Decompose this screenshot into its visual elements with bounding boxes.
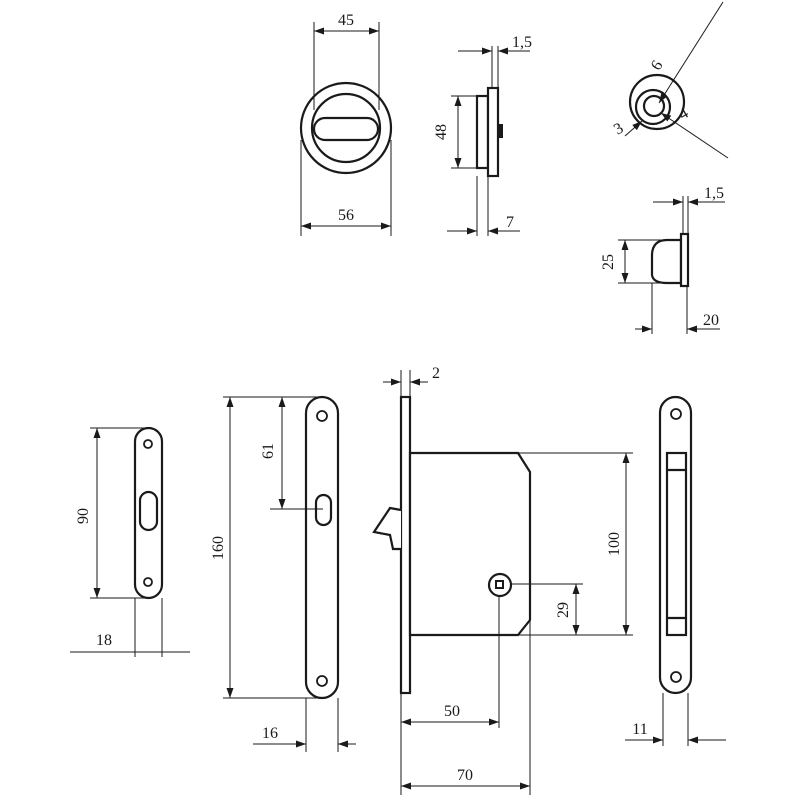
dim-rosette-side-height: 48 — [433, 124, 450, 140]
tall-plate-slot — [314, 493, 333, 527]
dim-case-depth: 70 — [457, 767, 473, 784]
dim-rosette-inner: 45 — [338, 12, 354, 29]
dim-rosette-side-thickness: 1,5 — [512, 34, 532, 51]
dim-knob-depth: 20 — [703, 312, 719, 329]
rosette-front-view: 45 56 — [299, 12, 393, 236]
dim-pin-outer: 6 — [648, 58, 667, 74]
dim-backset: 50 — [444, 703, 460, 720]
lock-body-side-view: 2 100 29 50 70 — [372, 365, 633, 795]
lock-case — [408, 451, 532, 637]
dim-spindle-offset: 29 — [555, 602, 572, 618]
lock-hook-bolt — [372, 506, 402, 551]
dim-tall-plate-width: 16 — [262, 725, 278, 742]
small-plate-bottom-hole — [143, 577, 153, 587]
dim-knob-height: 25 — [600, 254, 617, 270]
rosette-side-plate — [486, 86, 500, 178]
knob-plate — [679, 232, 690, 288]
dim-knob-thickness: 1,5 — [704, 185, 724, 202]
dim-rosette-side-depth: 7 — [506, 214, 514, 231]
dim-small-plate-width: 18 — [96, 632, 112, 649]
lock-faceplate — [399, 395, 412, 695]
small-edge-plate-view: 90 18 — [70, 426, 190, 657]
tall-plate-bottom-hole — [316, 675, 328, 687]
strike-plate-view: 11 — [625, 395, 726, 746]
tall-plate-top-hole — [316, 410, 328, 422]
dim-case-height: 100 — [606, 532, 623, 556]
knob-side-view: 1,5 25 20 — [600, 185, 725, 334]
strike-plate-top-hole — [670, 408, 682, 420]
small-plate-slot — [138, 490, 159, 532]
small-plate-top-hole — [143, 439, 153, 449]
rosette-side-view: 1,5 48 7 — [433, 34, 532, 236]
rosette-side-pin — [498, 124, 503, 138]
dim-pin-small: 3 — [611, 120, 626, 139]
dim-strike-width: 11 — [632, 721, 647, 738]
knob-body — [650, 238, 683, 285]
dim-rosette-outer: 56 — [338, 207, 354, 224]
rosette-turn-knob — [312, 116, 380, 142]
strike-plate-bottom-hole — [670, 671, 682, 683]
pin-detail-view: 6 4 3 — [611, 1, 729, 159]
dim-pin-inner: 4 — [676, 105, 691, 124]
strike-plate-window — [665, 451, 688, 637]
dim-faceplate-thickness: 2 — [432, 365, 440, 382]
tall-plate-outline — [304, 395, 340, 700]
rosette-side-body — [475, 94, 490, 170]
dim-small-plate-height: 90 — [75, 508, 92, 524]
dim-tall-plate-height: 160 — [210, 536, 227, 560]
dim-tall-plate-slot-offset: 61 — [260, 443, 277, 459]
tall-face-plate-view: 160 61 16 — [210, 395, 356, 752]
